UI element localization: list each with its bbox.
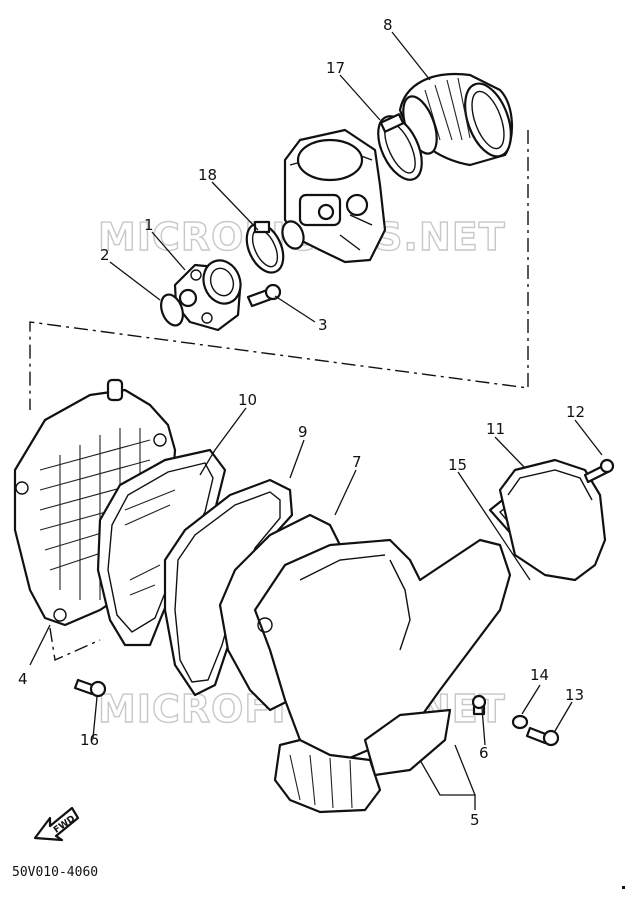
fwd-arrow-icon: FWD — [33, 806, 80, 842]
part-16-bolt[interactable] — [73, 678, 107, 698]
callout-5: 5 — [470, 811, 480, 829]
assembly-line — [29, 130, 529, 410]
part-6-screw[interactable] — [471, 694, 487, 716]
callout-17: 17 — [326, 59, 345, 77]
callout-2: 2 — [100, 246, 110, 264]
callout-12: 12 — [566, 403, 585, 421]
callout-6: 6 — [479, 744, 489, 762]
part-13-bolt[interactable] — [525, 726, 560, 747]
callout-18: 18 — [198, 166, 217, 184]
callout-15: 15 — [448, 456, 467, 474]
part-1-joint[interactable] — [173, 255, 246, 332]
part-5-assy[interactable] — [363, 708, 452, 777]
assembly-line-lower — [49, 627, 101, 662]
diagram-code: 50V010-4060 — [12, 865, 98, 880]
leader-lines — [29, 31, 603, 810]
callout-14: 14 — [530, 666, 549, 684]
callout-13: 13 — [565, 686, 584, 704]
callout-4: 4 — [18, 670, 28, 688]
callout-8: 8 — [383, 16, 393, 34]
corner-mark — [622, 886, 625, 889]
carburetor — [281, 128, 387, 264]
callout-1: 1 — [144, 216, 154, 234]
callout-16: 16 — [80, 731, 99, 749]
part-3-screw[interactable] — [246, 283, 282, 308]
callout-11: 11 — [486, 420, 505, 438]
callout-10: 10 — [238, 391, 257, 409]
part-2-o-ring[interactable] — [157, 292, 187, 329]
part-18-clamp[interactable] — [240, 218, 291, 279]
callout-9: 9 — [298, 423, 308, 441]
callout-3: 3 — [318, 316, 328, 334]
callout-7: 7 — [352, 453, 362, 471]
part-8-joint[interactable] — [397, 72, 520, 167]
part-12-screw[interactable] — [583, 458, 615, 484]
main-duct-body — [253, 538, 512, 814]
part-17-clamp[interactable] — [369, 110, 430, 187]
part-11-cap[interactable] — [498, 458, 607, 582]
part-14-washer[interactable] — [511, 714, 529, 730]
